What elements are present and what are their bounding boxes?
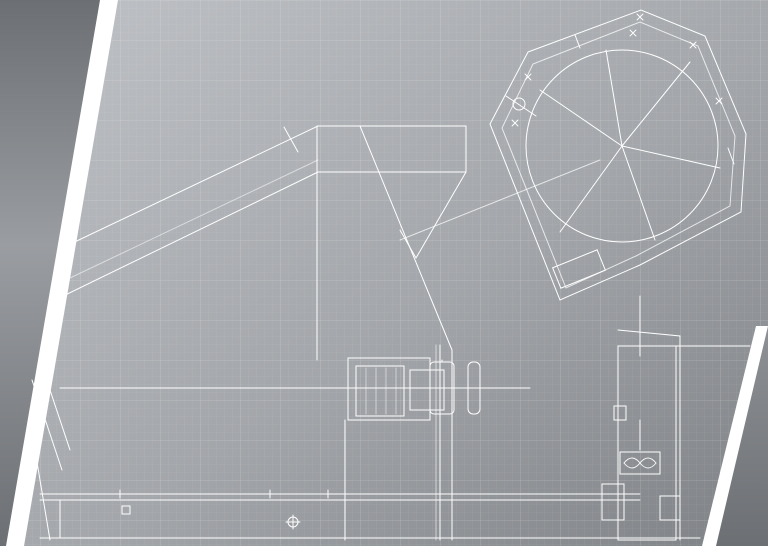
right-divider-stripe [702, 326, 768, 546]
control-cabinet [601, 329, 751, 541]
crosshair-marks [511, 13, 723, 127]
rotary-drum-housing [489, 9, 747, 301]
support-frame [59, 295, 641, 541]
inclined-conveyor [54, 125, 319, 301]
shaft-bearing-assembly [347, 357, 481, 421]
base-rail [39, 489, 701, 539]
left-divider-stripe [6, 0, 118, 546]
feed-hopper [316, 125, 601, 361]
machine-blueprint-drawing [29, 9, 751, 541]
drum-circle [525, 49, 719, 243]
